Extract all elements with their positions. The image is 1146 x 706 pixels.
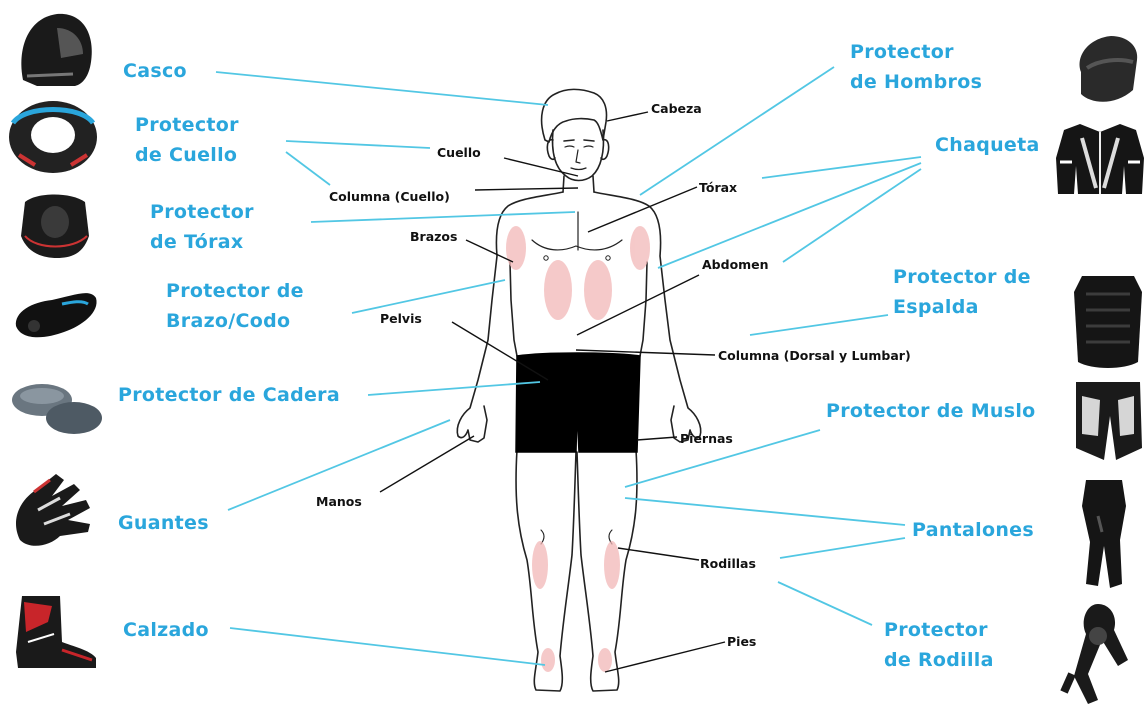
- part-label-cabeza: Cabeza: [651, 101, 702, 116]
- part-label-rodillas: Rodillas: [700, 556, 756, 571]
- thigh-shorts-icon: [1076, 382, 1142, 460]
- gear-label-cadera: Protector de Cadera: [118, 380, 340, 410]
- gear-label-torax-line1: Protector: [150, 197, 254, 227]
- glove-icon: [16, 474, 90, 546]
- gear-label-brazo-line2: Brazo/Codo: [166, 306, 290, 336]
- gear-label-guantes: Guantes: [118, 508, 209, 538]
- part-label-manos: Manos: [316, 494, 362, 509]
- gear-label-cuello-line1: Protector: [135, 110, 239, 140]
- part-label-columna-cuello: Columna (Cuello): [329, 189, 450, 204]
- part-label-abdomen: Abdomen: [702, 257, 769, 272]
- gear-label-brazo-line1: Protector de: [166, 276, 304, 306]
- knee-brace-icon: [1064, 604, 1128, 704]
- gear-label-espalda-line2: Espalda: [893, 292, 979, 322]
- gear-label-rodilla-line1: Protector: [884, 615, 988, 645]
- hair: [542, 89, 607, 142]
- elbow-guard-icon: [16, 293, 97, 337]
- gear-label-cuello-line2: de Cuello: [135, 140, 237, 170]
- gear-label-torax-line2: de Tórax: [150, 227, 243, 257]
- part-label-piernas: Piernas: [680, 431, 733, 446]
- gear-label-calzado: Calzado: [123, 615, 209, 645]
- pants-icon: [1082, 480, 1126, 588]
- jacket-icon: [1056, 124, 1144, 194]
- part-label-torax: Tórax: [699, 180, 737, 195]
- shoulder-pad-icon: [1080, 36, 1138, 102]
- gear-label-muslo: Protector de Muslo: [826, 396, 1036, 426]
- gear-label-pantalones: Pantalones: [912, 515, 1034, 545]
- gear-label-hombros-line1: Protector: [850, 37, 954, 67]
- part-label-pelvis: Pelvis: [380, 311, 422, 326]
- part-label-cuello: Cuello: [437, 145, 481, 160]
- part-label-brazos: Brazos: [410, 229, 457, 244]
- gear-label-casco: Casco: [123, 56, 187, 86]
- part-label-columna-dorsal: Columna (Dorsal y Lumbar): [718, 348, 911, 363]
- neck-brace-icon: [9, 101, 97, 173]
- gear-label-chaqueta: Chaqueta: [935, 130, 1040, 160]
- part-label-pies: Pies: [727, 634, 756, 649]
- chest-protector-icon: [21, 195, 89, 259]
- boot-icon: [16, 596, 96, 668]
- helmet-icon: [21, 14, 91, 86]
- gear-label-rodilla-line2: de Rodilla: [884, 645, 994, 675]
- shorts: [516, 353, 640, 452]
- gear-label-hombros-line2: de Hombros: [850, 67, 982, 97]
- back-protector-icon: [1074, 276, 1142, 368]
- hip-pad-icon: [12, 384, 102, 434]
- gear-label-espalda-line1: Protector de: [893, 262, 1031, 292]
- head: [553, 130, 604, 181]
